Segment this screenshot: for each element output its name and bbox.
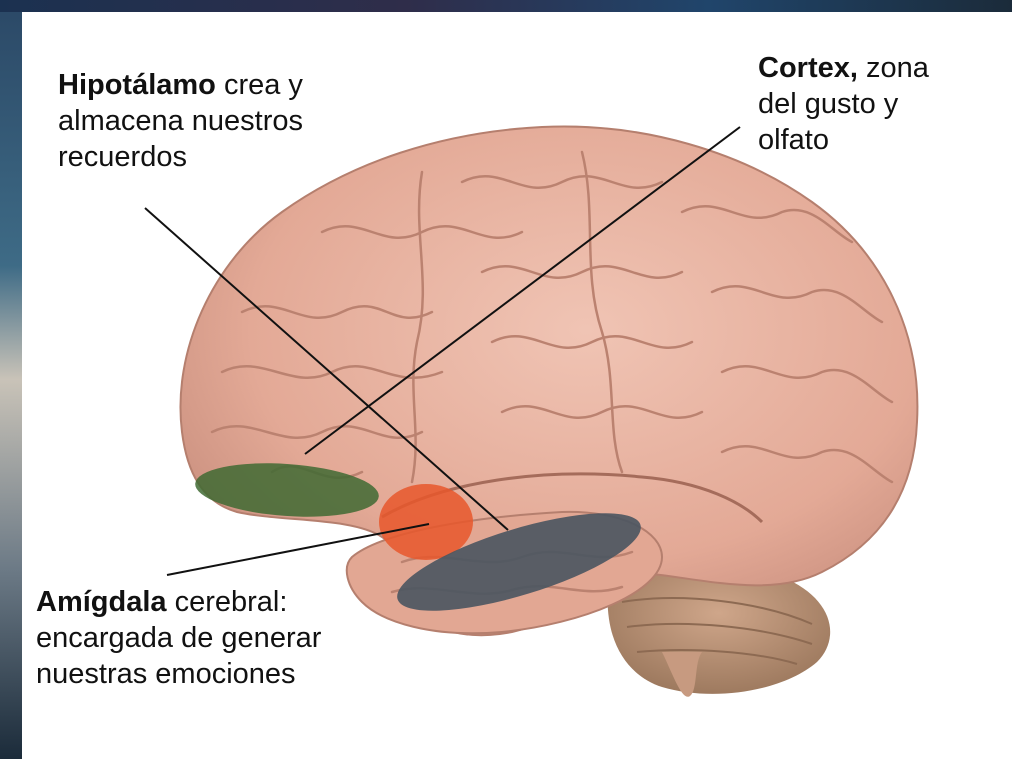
label-cortex-line1: zona: [857, 52, 929, 84]
label-amigdala: Amígdala cerebral: encargada de generar …: [36, 584, 321, 692]
brain-diagram: [144, 125, 919, 697]
label-amigdala-line3: nuestras emociones: [36, 658, 296, 690]
label-hipotalamo-line3: recuerdos: [58, 141, 187, 173]
highlight-amygdala: [379, 484, 473, 560]
label-cortex-line3: olfato: [758, 124, 829, 156]
label-amigdala-line2: encargada de generar: [36, 622, 322, 654]
label-amigdala-line1: cerebral:: [166, 586, 288, 618]
brainstem: [662, 652, 702, 697]
label-hipotalamo: Hipotálamo crea y almacena nuestros recu…: [58, 67, 303, 175]
highlight-hypothalamus: [397, 513, 641, 611]
label-hipotalamo-line2: almacena nuestros: [58, 105, 304, 137]
pointer-line-cortex: [304, 126, 741, 455]
pointer-line-hipotalamo: [144, 207, 509, 531]
label-amigdala-term: Amígdala: [36, 586, 167, 618]
label-hipotalamo-term: Hipotálamo: [58, 69, 216, 101]
slide: Hipotálamo crea y almacena nuestros recu…: [22, 12, 1012, 759]
pointer-line-amigdala: [166, 523, 430, 576]
label-cortex-term: Cortex,: [758, 52, 858, 84]
background-top-edge: [0, 0, 1012, 12]
label-hipotalamo-line1: crea y: [215, 69, 303, 101]
label-cortex: Cortex, zona del gusto y olfato: [758, 50, 929, 158]
label-cortex-line2: del gusto y: [758, 88, 899, 120]
cerebellum: [607, 559, 831, 694]
highlight-cortex-olfactory: [195, 463, 379, 517]
